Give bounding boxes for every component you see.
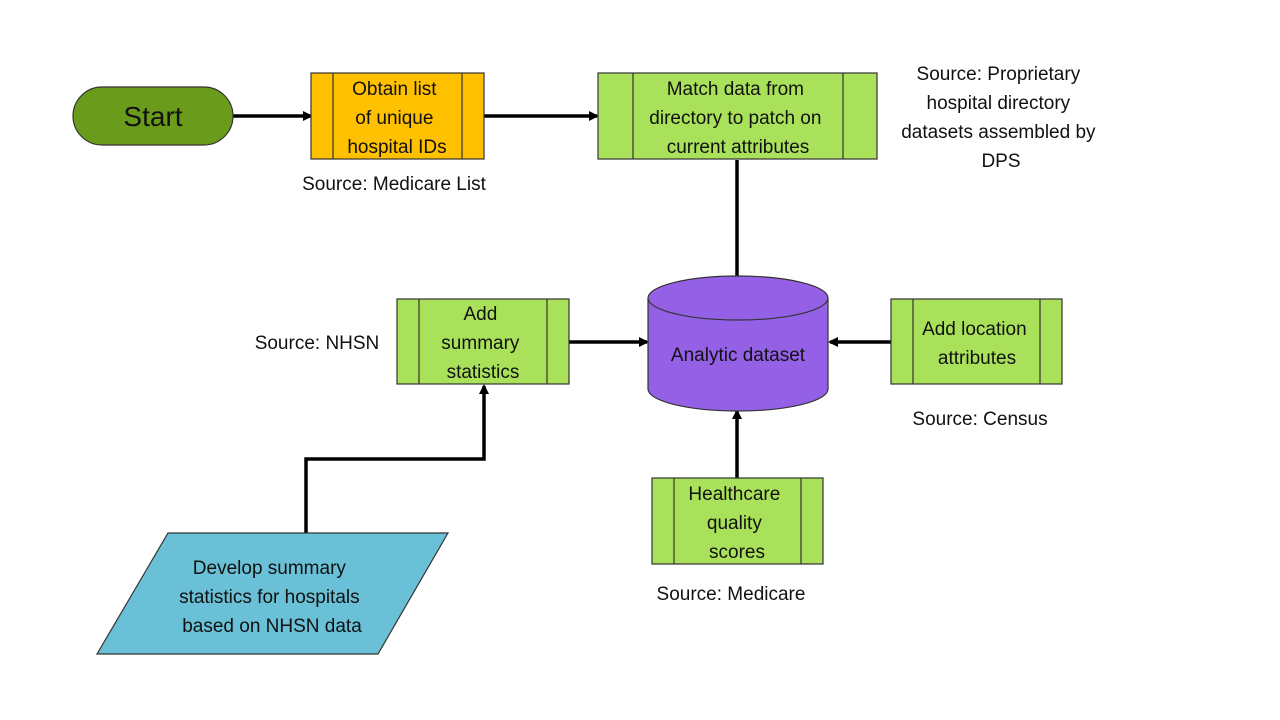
start-node: Start	[72, 86, 234, 146]
source-nhsn: Source: NHSN	[255, 333, 380, 354]
source-medicare-list: Source: Medicare List	[302, 174, 486, 195]
quality-scores-shape	[651, 477, 824, 565]
start-label: Start	[123, 101, 182, 132]
develop-summary-label: Develop summary statistics for hospitals…	[179, 558, 365, 637]
match-data-shape	[597, 72, 878, 160]
summary-stats-shape	[396, 298, 570, 385]
summary-stats-label: Add summary statistics	[441, 304, 524, 383]
develop-summary-node: Develop summary statistics for hospitals…	[95, 532, 450, 655]
obtain-list-label: Obtain list of unique hospital IDs	[347, 79, 446, 158]
location-attributes-label: Add location attributes	[922, 319, 1032, 369]
analytic-dataset-top	[647, 275, 829, 321]
obtain-list-node: Obtain list of unique hospital IDs	[310, 72, 485, 160]
summary-stats-node: Add summary statistics	[396, 298, 570, 385]
source-proprietary: Source: Proprietary hospital directory d…	[901, 64, 1101, 172]
start-shape	[72, 86, 234, 146]
quality-scores-label: Healthcare quality scores	[688, 484, 785, 563]
obtain-list-shape	[310, 72, 485, 160]
source-medicare: Source: Medicare	[657, 584, 806, 605]
location-attributes-shape	[890, 298, 1063, 385]
connectors	[233, 111, 891, 533]
match-data-node: Match data from directory to patch on cu…	[597, 72, 878, 160]
analytic-dataset-node: Analytic dataset	[647, 275, 829, 412]
quality-scores-node: Healthcare quality scores	[651, 477, 824, 565]
match-data-label: Match data from directory to patch on cu…	[649, 79, 826, 158]
develop-summary-shape	[95, 532, 450, 655]
analytic-dataset-label: Analytic dataset	[671, 345, 806, 366]
location-attributes-node: Add location attributes	[890, 298, 1063, 385]
arrow-develop-to-summary	[304, 384, 489, 533]
source-census: Source: Census	[912, 409, 1047, 430]
analytic-dataset-body	[647, 298, 829, 412]
